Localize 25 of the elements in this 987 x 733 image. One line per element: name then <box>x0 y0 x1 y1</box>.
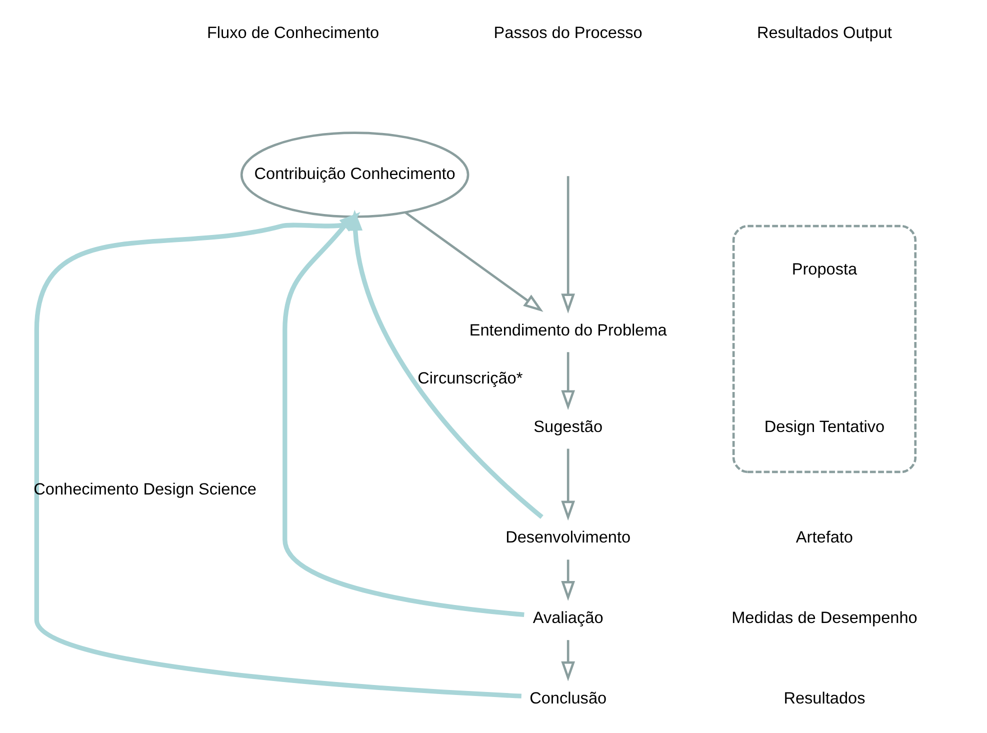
node-text: Proposta <box>792 260 858 279</box>
node-text: Resultados <box>784 690 866 708</box>
edge-label: Circunscrição* <box>418 370 523 388</box>
arrow <box>561 448 576 521</box>
arrow <box>561 352 576 410</box>
node-text: Design Tentativo <box>764 418 885 436</box>
arrow <box>561 640 576 682</box>
cluster <box>732 224 917 474</box>
node-text: Artefato <box>796 528 854 547</box>
node-text: Desenvolvimento <box>506 528 631 547</box>
arrow <box>282 212 524 617</box>
arrow <box>561 176 576 314</box>
node-text: Avaliação <box>532 609 604 628</box>
label: Passos do Processo <box>494 24 642 42</box>
label: Fluxo de Conhecimento <box>206 24 380 42</box>
arrow <box>34 212 522 698</box>
label: Resultados Output <box>756 24 892 42</box>
node-text: Sugestão <box>534 418 603 436</box>
arrow <box>404 211 544 312</box>
node-text: Medidas de Desempenho <box>732 609 918 628</box>
node-text: Conclusão <box>530 690 607 708</box>
edge-label: Conhecimento Design Science <box>34 480 256 498</box>
node-text: Entendimento do Problema <box>469 321 667 340</box>
arrow <box>561 560 576 601</box>
node-ellipse: Contribuição Conhecimento <box>240 132 470 218</box>
